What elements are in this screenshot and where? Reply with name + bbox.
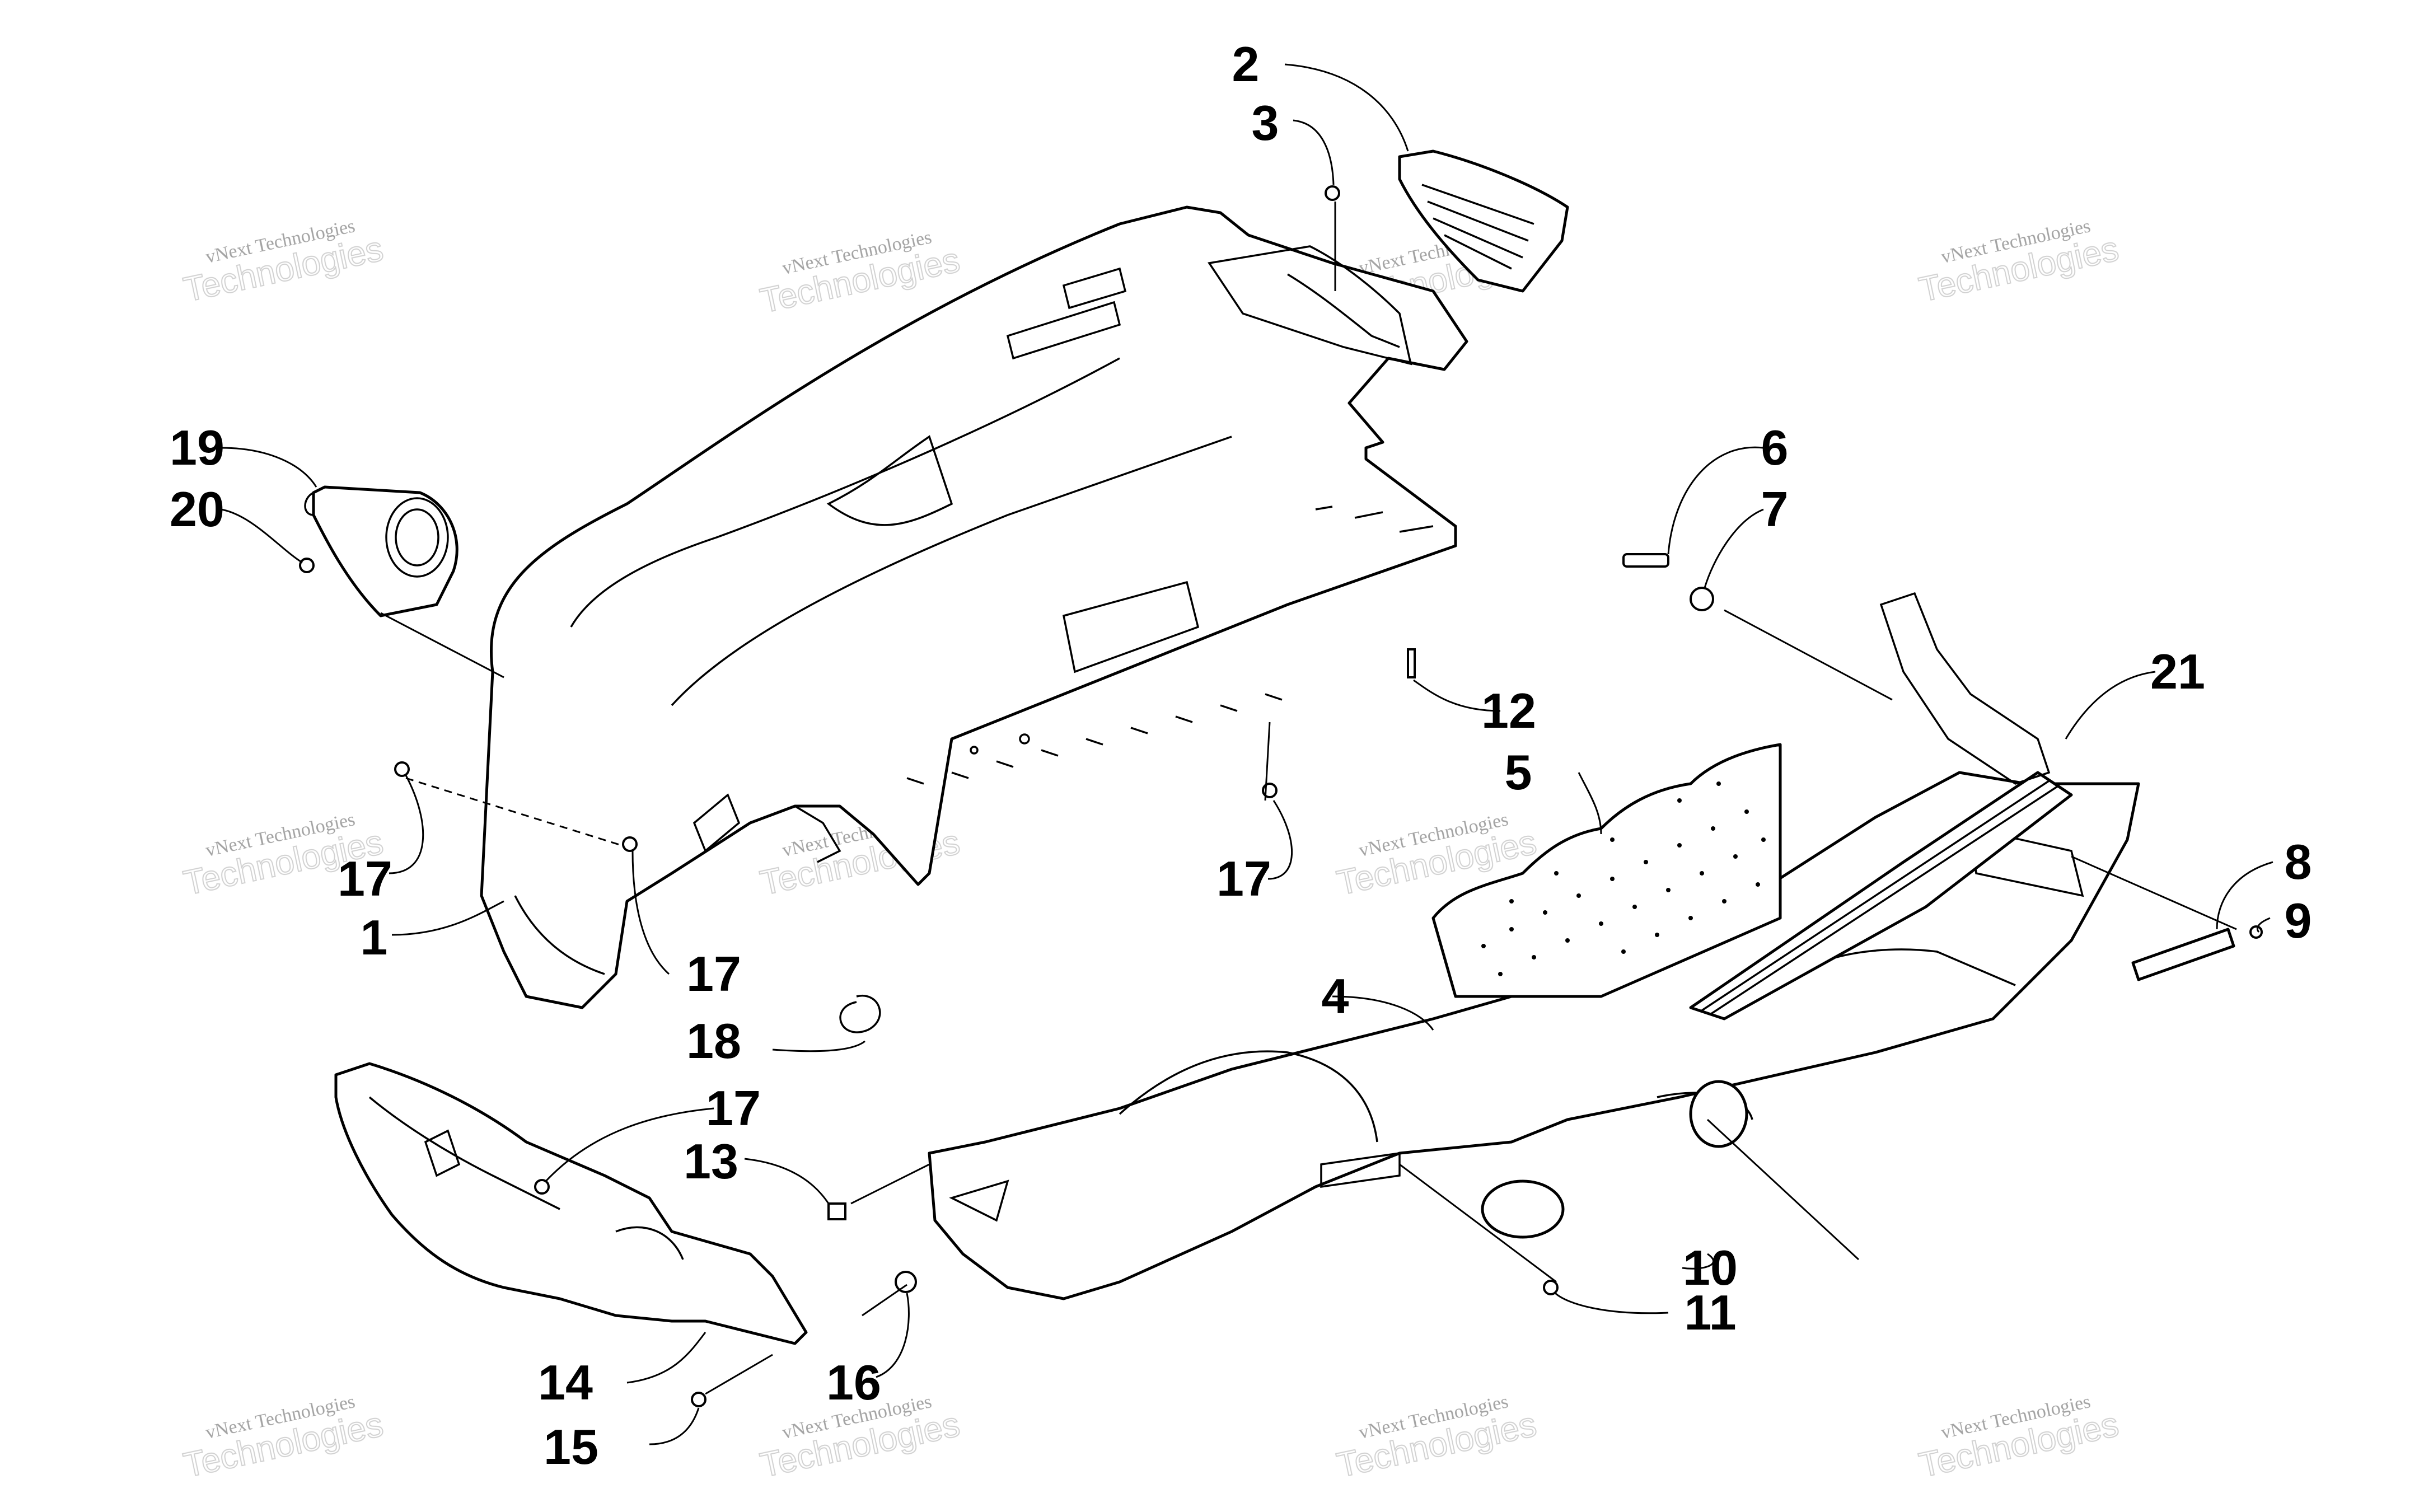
leader-lines: [221, 63, 2273, 1445]
screw-9: [2249, 925, 2263, 939]
callout-9: 9: [2285, 893, 2312, 948]
watermark: vNext Technologies Technologies: [1333, 1391, 1540, 1486]
callout-6: 6: [1761, 420, 1789, 475]
part-18-clip-ring: [839, 994, 881, 1033]
screw-11: [1543, 1280, 1559, 1295]
part-21-trim-strip: [1689, 592, 2073, 1021]
callout-12: 12: [1481, 683, 1536, 738]
callout-5: 5: [1505, 745, 1532, 800]
part-2-vent-grille: [1398, 149, 1569, 293]
callout-20: 20: [170, 481, 224, 537]
bolt-6: [1622, 553, 1669, 568]
watermark: vNext Technologies Technologies: [1915, 1391, 2122, 1486]
screw-17d: [534, 1179, 550, 1195]
washer-7: [1690, 587, 1714, 611]
callout-18: 18: [686, 1013, 741, 1069]
part-10-cap: [1481, 1080, 1748, 1239]
callout-2: 2: [1232, 36, 1260, 92]
callout-14: 14: [538, 1355, 593, 1410]
callout-1: 1: [361, 910, 388, 965]
callout-7: 7: [1761, 481, 1789, 537]
callout-labels: 2 3 19 20 6 7 21 12 5 17 17 17 17 1 8 9 …: [170, 36, 2312, 1474]
watermark: vNext Technologies Technologies: [180, 216, 387, 310]
screw-3: [1325, 185, 1340, 201]
callout-16: 16: [826, 1355, 881, 1410]
screw-17a: [394, 761, 410, 777]
callout-15: 15: [544, 1419, 598, 1474]
part-1-upper-console: [480, 205, 1468, 1009]
callout-10: 10: [1683, 1240, 1738, 1295]
part-8-plate: [2131, 928, 2235, 981]
callout-17-c: 17: [686, 946, 741, 1001]
callout-19: 19: [170, 420, 224, 475]
part-5-foam-pad: [1431, 743, 1782, 998]
hardware: [299, 185, 2263, 1407]
screw-15: [691, 1392, 706, 1407]
watermark: vNext Technologies Technologies: [180, 1391, 387, 1486]
nut-16: [895, 1271, 917, 1293]
screw-17b: [622, 836, 638, 852]
callout-4: 4: [1322, 968, 1349, 1024]
callout-8: 8: [2285, 834, 2312, 890]
rivet-12: [1407, 648, 1416, 678]
watermark: vNext Technologies Technologies: [756, 227, 963, 321]
callout-21: 21: [2150, 644, 2205, 699]
foam-texture: [1481, 781, 1766, 976]
callout-11: 11: [1684, 1285, 1736, 1340]
callout-3: 3: [1252, 95, 1279, 151]
callout-17-d: 17: [706, 1080, 761, 1136]
callout-13: 13: [684, 1134, 738, 1189]
clip-13: [827, 1202, 846, 1220]
watermark: vNext Technologies Technologies: [1915, 216, 2122, 310]
callout-17-b: 17: [1216, 851, 1271, 906]
part-19-boot: [304, 485, 458, 617]
part-14-lower-bumper: [334, 1062, 808, 1345]
callout-17-a: 17: [338, 851, 392, 906]
part-4-lower-panel: [928, 771, 2140, 1300]
screw-20: [299, 558, 315, 573]
